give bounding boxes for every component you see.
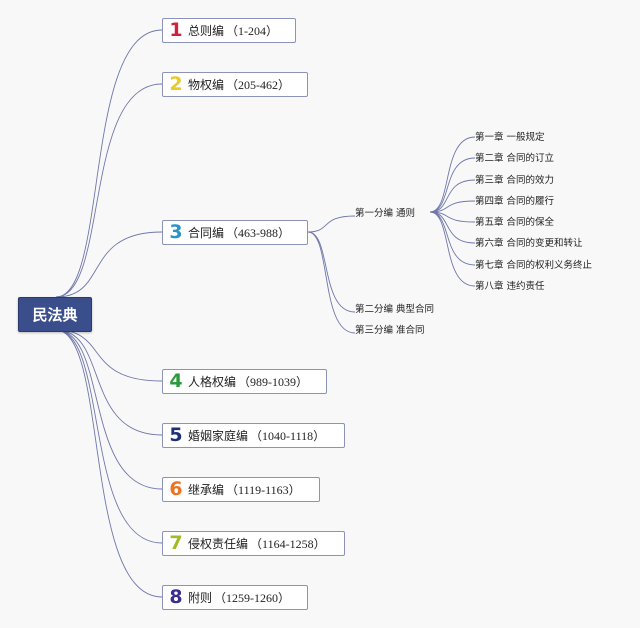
book-number: 4 bbox=[169, 370, 183, 392]
chapter-item[interactable]: 第四章 合同的履行 bbox=[475, 196, 555, 207]
book-article-range: （1259-1260） bbox=[214, 591, 291, 605]
book-number: 8 bbox=[169, 586, 183, 608]
root-label: 民法典 bbox=[32, 306, 78, 324]
book-article-range: （989-1039） bbox=[238, 375, 309, 389]
chapter-item[interactable]: 第六章 合同的变更和转让 bbox=[475, 238, 583, 249]
contract-part-1[interactable]: 第一分编 通则 bbox=[355, 208, 416, 219]
root-node[interactable]: 民法典 bbox=[18, 297, 92, 332]
contract-part-3[interactable]: 第三分编 准合同 bbox=[355, 325, 425, 336]
connector-chapter-4 bbox=[429, 200, 476, 213]
book-number: 3 bbox=[169, 221, 183, 243]
connector-root-book-7 bbox=[55, 329, 163, 544]
book-article-range: （1040-1118） bbox=[250, 429, 326, 443]
chapter-item[interactable]: 第二章 合同的订立 bbox=[475, 153, 555, 164]
book-node-2[interactable]: 2 物权编（205-462） bbox=[162, 72, 308, 97]
book-name: 物权编 bbox=[188, 78, 225, 92]
book-article-range: （463-988） bbox=[226, 226, 291, 240]
book-node-1[interactable]: 1 总则编（1-204） bbox=[162, 18, 296, 43]
connector-chapter-6 bbox=[429, 211, 476, 244]
book-article-range: （1119-1163） bbox=[226, 483, 301, 497]
book-number: 1 bbox=[169, 19, 183, 41]
book-name: 继承编 bbox=[188, 483, 225, 497]
book-number: 6 bbox=[169, 478, 183, 500]
connector-chapter-3 bbox=[429, 179, 476, 213]
book-article-range: （1164-1258） bbox=[250, 537, 326, 551]
connector-contract-part-3 bbox=[307, 231, 356, 334]
connector-root-book-1 bbox=[55, 29, 163, 298]
connector-root-book-6 bbox=[55, 329, 163, 490]
contract-part-2[interactable]: 第二分编 典型合同 bbox=[355, 304, 435, 315]
book-name: 侵权责任编 bbox=[188, 537, 249, 551]
book-node-7[interactable]: 7 侵权责任编（1164-1258） bbox=[162, 531, 345, 556]
connector-chapter-1 bbox=[429, 136, 476, 213]
connector-contract-part-1 bbox=[307, 215, 356, 233]
connector-contract-part-2 bbox=[307, 231, 356, 313]
chapter-item[interactable]: 第七章 合同的权利义务终止 bbox=[475, 260, 593, 271]
book-name: 合同编 bbox=[188, 226, 225, 240]
chapter-item[interactable]: 第三章 合同的效力 bbox=[475, 175, 555, 186]
book-name: 婚姻家庭编 bbox=[188, 429, 249, 443]
book-node-8[interactable]: 8 附则（1259-1260） bbox=[162, 585, 308, 610]
book-node-6[interactable]: 6 继承编（1119-1163） bbox=[162, 477, 320, 502]
book-node-4[interactable]: 4 人格权编（989-1039） bbox=[162, 369, 327, 394]
book-article-range: （1-204） bbox=[226, 24, 279, 38]
book-article-range: （205-462） bbox=[226, 78, 291, 92]
book-number: 5 bbox=[169, 424, 183, 446]
chapter-item[interactable]: 第八章 违约责任 bbox=[475, 281, 545, 292]
connector-root-book-2 bbox=[55, 83, 163, 298]
connector-root-book-5 bbox=[55, 329, 163, 436]
book-name: 人格权编 bbox=[188, 375, 237, 389]
connector-chapter-2 bbox=[429, 157, 476, 213]
book-number: 7 bbox=[169, 532, 183, 554]
book-name: 总则编 bbox=[188, 24, 225, 38]
book-number: 2 bbox=[169, 73, 183, 95]
book-node-5[interactable]: 5 婚姻家庭编（1040-1118） bbox=[162, 423, 345, 448]
book-node-3[interactable]: 3 合同编（463-988） bbox=[162, 220, 308, 245]
connector-chapter-7 bbox=[429, 211, 476, 266]
connector-root-book-8 bbox=[55, 329, 163, 598]
chapter-item[interactable]: 第一章 一般规定 bbox=[475, 132, 545, 143]
book-name: 附则 bbox=[188, 591, 213, 605]
connector-chapter-8 bbox=[429, 211, 476, 287]
connector-root-book-4 bbox=[55, 329, 163, 382]
connector-root-book-3 bbox=[55, 231, 163, 298]
chapter-item[interactable]: 第五章 合同的保全 bbox=[475, 217, 555, 228]
